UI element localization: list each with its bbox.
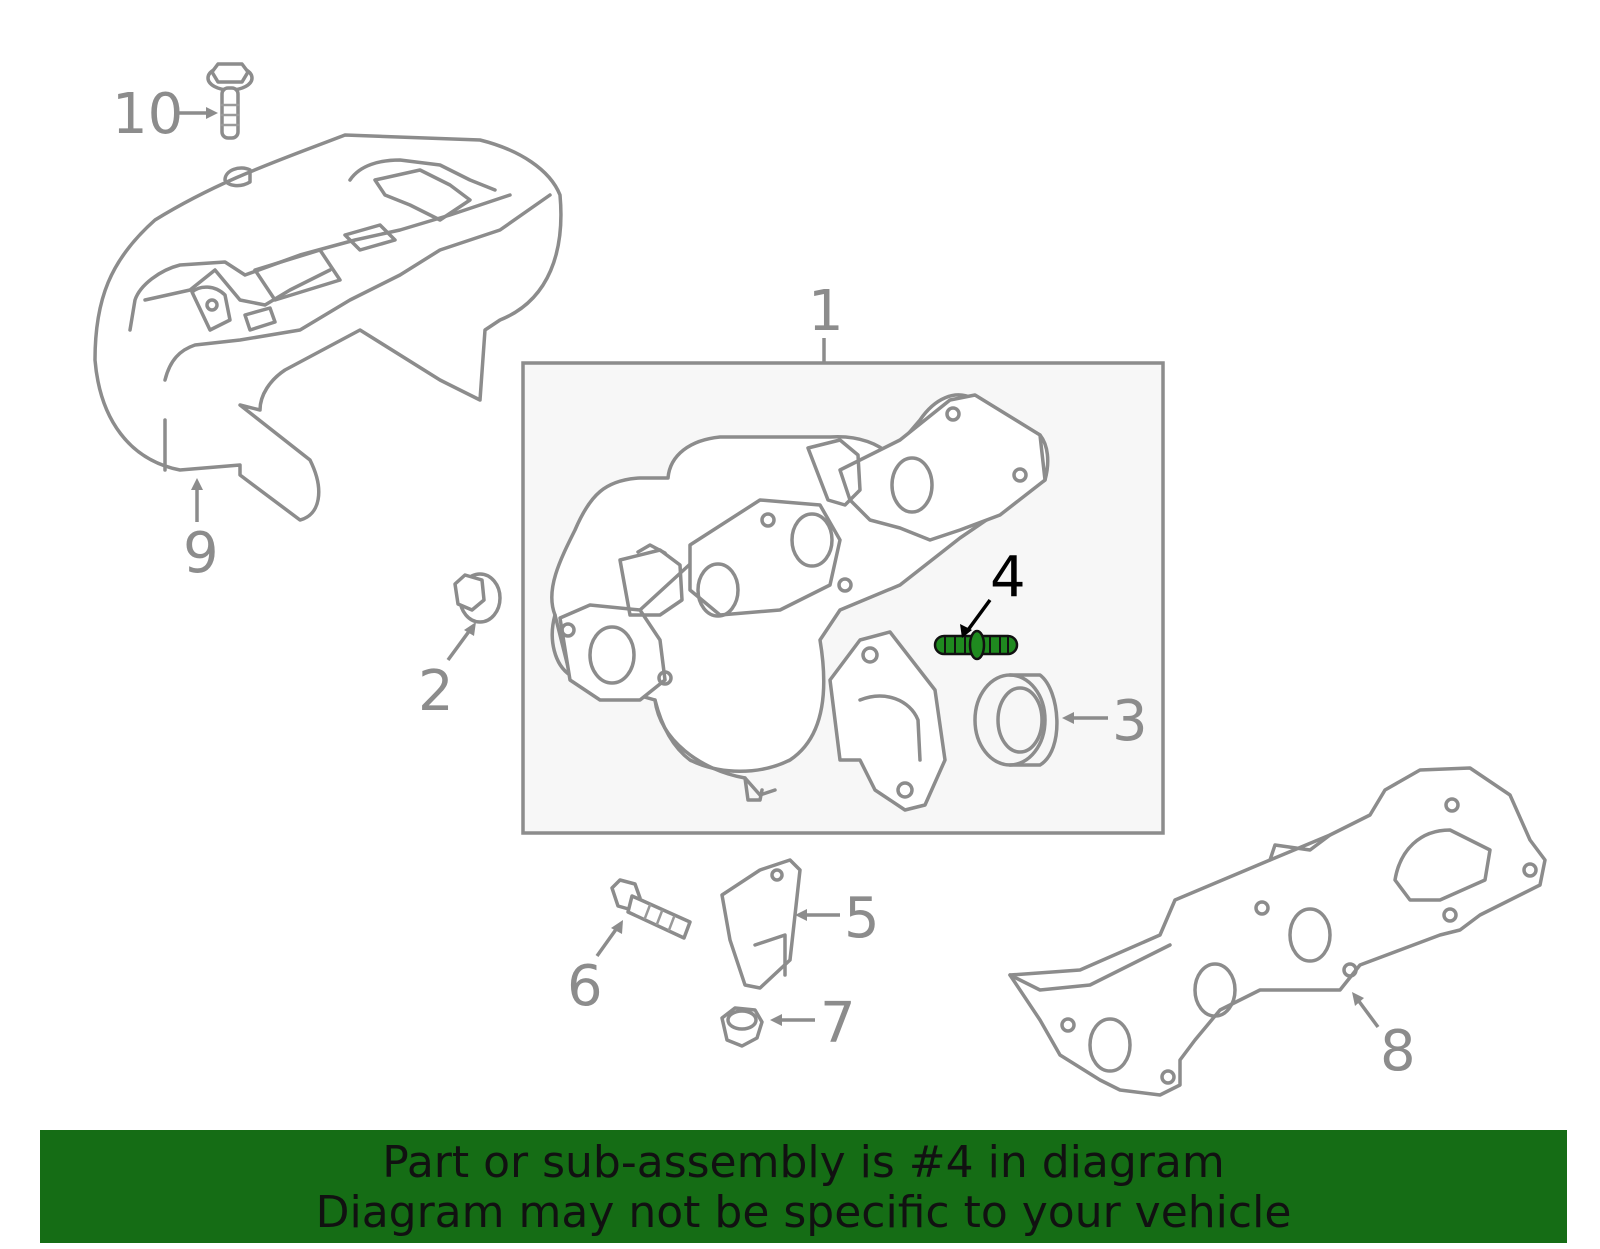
callout-1[interactable]: 1 [808,279,844,344]
stud-part-4[interactable] [933,629,1019,661]
callout-4[interactable]: 4 [990,545,1026,610]
info-banner: Part or sub-assembly is #4 in diagram Di… [40,1130,1567,1243]
callout-3-arrowhead [1062,712,1074,724]
bracket-part-5[interactable] [720,858,802,990]
callout-9[interactable]: 9 [183,521,219,586]
callout-5[interactable]: 5 [844,886,880,951]
callout-4-leader [966,598,992,632]
callout-2-leader [446,628,472,662]
callout-6-leader [595,926,619,958]
callout-8-leader [1356,998,1380,1029]
gasket-part-8[interactable] [1008,766,1547,1097]
callout-4-arrowhead [960,624,972,638]
callout-8[interactable]: 8 [1380,1019,1416,1084]
callout-6-arrowhead [611,920,623,934]
banner-line-1: Part or sub-assembly is #4 in diagram [382,1137,1225,1188]
callout-2[interactable]: 2 [418,659,454,724]
callout-7[interactable]: 7 [820,991,856,1056]
bolt-part-6[interactable] [610,878,692,940]
callout-7-arrowhead [770,1014,782,1026]
callout-8-arrowhead [1352,992,1364,1006]
callout-2-arrowhead [464,622,476,636]
exhaust-manifold-part-1[interactable] [550,393,1050,812]
banner-line-2: Diagram may not be specific to your vehi… [315,1187,1292,1238]
nut-part-2[interactable] [453,572,502,624]
gasket-part-3[interactable] [973,673,1059,767]
callout-3[interactable]: 3 [1112,689,1148,754]
bolt-part-10[interactable] [206,62,254,140]
callout-10[interactable]: 10 [112,82,183,147]
nut-part-7[interactable] [720,1006,764,1048]
callout-9-arrowhead [191,478,203,490]
callout-5-arrowhead [795,909,807,921]
callout-10-arrowhead [206,107,218,119]
callout-6[interactable]: 6 [567,954,603,1019]
heat-shield-part-9[interactable] [93,133,563,522]
